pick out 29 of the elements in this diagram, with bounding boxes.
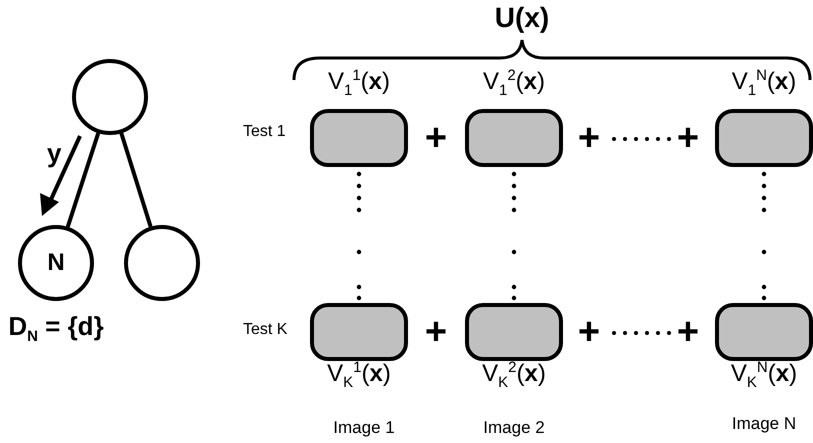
tree-edge [119,132,153,228]
rounded-box [310,303,408,361]
edge-variable-label: y [47,138,62,169]
plus-sign: + [578,119,600,157]
column-label: Image N [732,414,796,434]
row-label: Test 1 [243,123,286,141]
function-label: V$_{1}$$^{1}$(x) [328,67,390,99]
rounded-box [715,303,813,361]
function-label: V$_{1}$$^{N}$(x) [732,67,796,99]
row-label: Test K [243,321,288,339]
rounded-box [465,303,563,361]
tree-edge [66,132,100,228]
column-label: Image 2 [483,418,545,438]
function-label: V$_{K}$$^{1}$(x) [327,359,391,391]
plus-sign: + [424,313,448,351]
rounded-box [310,109,408,167]
node-label: N [47,249,65,277]
rounded-box [715,109,813,167]
plus-sign: + [676,119,700,157]
column-label: Image 1 [333,418,395,438]
function-label: V$_{1}$$^{2}$(x) [482,67,546,99]
function-label: V$_{K}$$^{N}$(x) [730,359,798,391]
plus-sign: + [578,313,600,351]
plus-sign: + [676,313,700,351]
function-label: V$_{K}$$^{2}$(x) [482,359,546,391]
rounded-box [465,109,563,167]
sum-formula: U(x) [494,2,550,34]
set-formula: D$_{N}$ = {d} [8,311,104,346]
plus-sign: + [424,119,448,157]
